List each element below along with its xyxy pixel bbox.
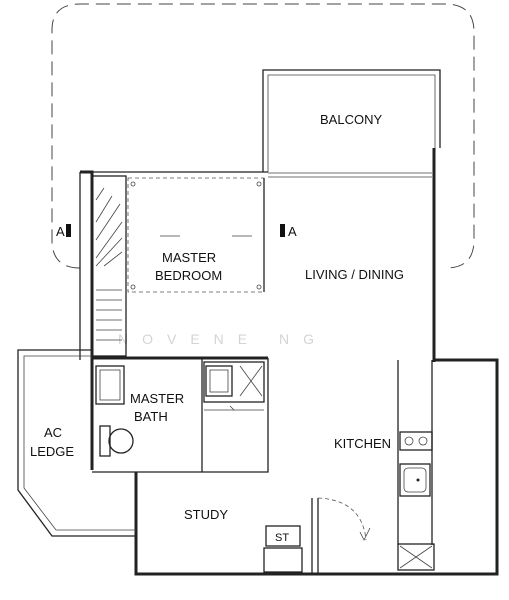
hob-icon — [399, 431, 433, 451]
section-marker-left: A — [56, 224, 71, 239]
living-dining-label: LIVING / DINING — [305, 267, 404, 282]
ac-ledge-label-1: AC — [44, 425, 62, 440]
kitchen-area: KITCHEN — [334, 360, 435, 571]
outer-walls — [79, 148, 499, 576]
master-bath-label-2: BATH — [134, 409, 168, 424]
balcony-area: BALCONY — [262, 69, 441, 172]
store-room — [265, 525, 301, 547]
svg-text:A: A — [56, 224, 65, 239]
watermark: NOVENE NG — [118, 331, 328, 347]
balcony-label: BALCONY — [320, 112, 382, 127]
washer-box — [397, 543, 435, 571]
store-label: ST — [275, 532, 289, 544]
section-marker-right: A — [280, 224, 297, 239]
master-bedroom-label-2: BEDROOM — [155, 268, 222, 283]
bath-cabinet — [95, 365, 125, 405]
ac-ledge-label-2: LEDGE — [30, 444, 74, 459]
master-bath-label-1: MASTER — [130, 391, 184, 406]
study-area: STUDY ST — [184, 497, 371, 574]
shower-cubicle — [203, 361, 265, 403]
toilet-icon — [99, 425, 134, 457]
study-label: STUDY — [184, 507, 228, 522]
bathroom-block: MASTER BATH — [92, 356, 269, 473]
master-bedroom-label-1: MASTER — [162, 250, 216, 265]
master-bedroom: MASTER BEDROOM — [127, 177, 265, 293]
sink-icon — [399, 463, 431, 497]
ac-ledge: AC LEDGE — [17, 349, 136, 537]
wardrobe-hatch — [91, 175, 127, 357]
roof-outline-dashed — [51, 3, 475, 269]
kitchen-label: KITCHEN — [334, 436, 391, 451]
balcony-door — [268, 172, 432, 178]
svg-text:A: A — [288, 224, 297, 239]
